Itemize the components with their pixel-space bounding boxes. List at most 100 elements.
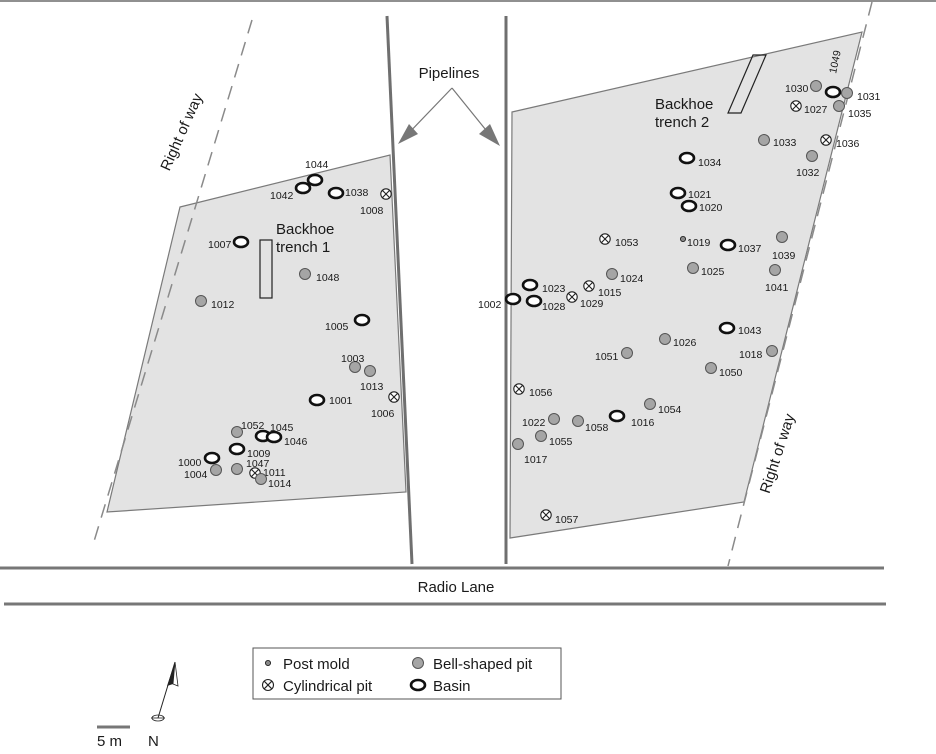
feature-label-1031: 1031 [857,91,881,103]
scale-label: 5 m [97,733,122,750]
pipelines-arrowhead-right [479,124,500,146]
bell-pit-1033-icon [758,134,770,146]
feature-label-1030: 1030 [785,83,809,95]
feature-label-1014: 1014 [268,478,292,490]
bell-pit-1032-icon [806,150,818,162]
feature-label-1004: 1004 [184,469,208,481]
feature-label-1020: 1020 [699,202,723,214]
bell-pit-symbol-icon [412,657,424,669]
basin-1049-icon [824,85,842,99]
basin-1021-icon [669,186,687,200]
feature-label-1057: 1057 [555,514,579,526]
bell-pit-1025-icon [687,262,699,274]
trench-1-label-line-2: trench 1 [276,239,330,256]
feature-label-1008: 1008 [360,205,384,217]
basin-1034-icon [678,151,696,165]
bell-pit-1004-icon [210,464,222,476]
bell-pit-1051-icon [621,347,633,359]
feature-label-1016: 1016 [631,417,655,429]
right-of-way-label-west: Right of way [157,91,206,174]
cylindrical-pit-1006-icon [388,391,400,403]
basin-1016-icon [608,409,626,423]
feature-label-1009: 1009 [247,448,271,460]
feature-label-1038: 1038 [345,187,369,199]
pipelines-arrowhead-left [398,124,418,144]
basin-1002-icon [504,292,522,306]
feature-label-1029: 1029 [580,298,604,310]
backhoe-trench-1 [259,239,273,299]
bell-pit-1050-icon [705,362,717,374]
bell-pit-1055-icon [535,430,547,442]
bell-pit-1052-icon [231,426,243,438]
basin-symbol-icon [409,678,427,692]
post-mold-1019-icon [680,235,687,242]
pipeline-west [385,15,414,565]
feature-label-1021: 1021 [688,189,712,201]
north-arrow-icon [151,661,179,722]
basin-1042-icon [294,181,312,195]
feature-label-1022: 1022 [522,417,546,429]
feature-label-1039: 1039 [772,250,796,262]
backhoe-trench-2 [727,54,767,114]
cylindrical-pit-symbol-icon [261,678,275,692]
feature-label-1053: 1053 [615,237,639,249]
feature-label-1007: 1007 [208,239,232,251]
basin-1023-icon [521,278,539,292]
feature-label-1025: 1025 [701,266,725,278]
north-label: N [148,733,159,750]
feature-label-1026: 1026 [673,337,697,349]
feature-label-1028: 1028 [542,301,566,313]
excavation-area-west [106,154,407,513]
feature-label-1058: 1058 [585,422,609,434]
feature-label-1042: 1042 [270,190,294,202]
feature-label-1054: 1054 [658,404,682,416]
bell-pit-1035-icon [833,100,845,112]
cylindrical-pit-1029-icon [566,291,578,303]
feature-label-1050: 1050 [719,367,743,379]
feature-label-1044: 1044 [305,159,329,171]
bell-pit-1017-icon [512,438,524,450]
legend-bell-pit: Bell-shaped pit [433,656,533,673]
basin-1043-icon [718,321,736,335]
feature-label-1005: 1005 [325,321,349,333]
feature-label-1048: 1048 [316,272,340,284]
legend-box [252,647,562,700]
cylindrical-pit-1036-icon [820,134,832,146]
basin-1028-icon [525,294,543,308]
bell-pit-1014-icon [255,473,267,485]
radio-lane-label: Radio Lane [418,579,495,596]
feature-label-1012: 1012 [211,299,235,311]
feature-label-1018: 1018 [739,349,763,361]
basin-1007-icon [232,235,250,249]
feature-label-1011: 1011 [263,467,286,479]
feature-label-1027: 1027 [804,104,828,116]
basin-1001-icon [308,393,326,407]
feature-label-1013: 1013 [360,381,384,393]
basin-1009-icon [228,442,246,456]
bell-pit-1041-icon [769,264,781,276]
bell-pit-1031-icon [841,87,853,99]
feature-label-1055: 1055 [549,436,573,448]
feature-label-1033: 1033 [773,137,797,149]
legend-cylindrical-pit: Cylindrical pit [283,678,373,695]
bell-pit-1003-icon [349,361,361,373]
feature-label-1049: 1049 [827,49,844,74]
bell-pit-1030-icon [810,80,822,92]
legend-post-mold: Post mold [283,656,350,673]
basin-1005-icon [353,313,371,327]
cylindrical-pit-1053-icon [599,233,611,245]
basin-1046-icon [265,430,283,444]
cylindrical-pit-1015-icon [583,280,595,292]
feature-label-1000: 1000 [178,457,202,469]
basin-1000-icon [203,451,221,465]
bell-pit-1026-icon [659,333,671,345]
bell-pit-1013-icon [364,365,376,377]
feature-label-1035: 1035 [848,108,872,120]
feature-label-1056: 1056 [529,387,553,399]
feature-label-1019: 1019 [687,237,711,249]
cylindrical-pit-1057-icon [540,509,552,521]
trench-1-label-line-1: Backhoe [276,221,334,238]
bell-pit-1022-icon [548,413,560,425]
